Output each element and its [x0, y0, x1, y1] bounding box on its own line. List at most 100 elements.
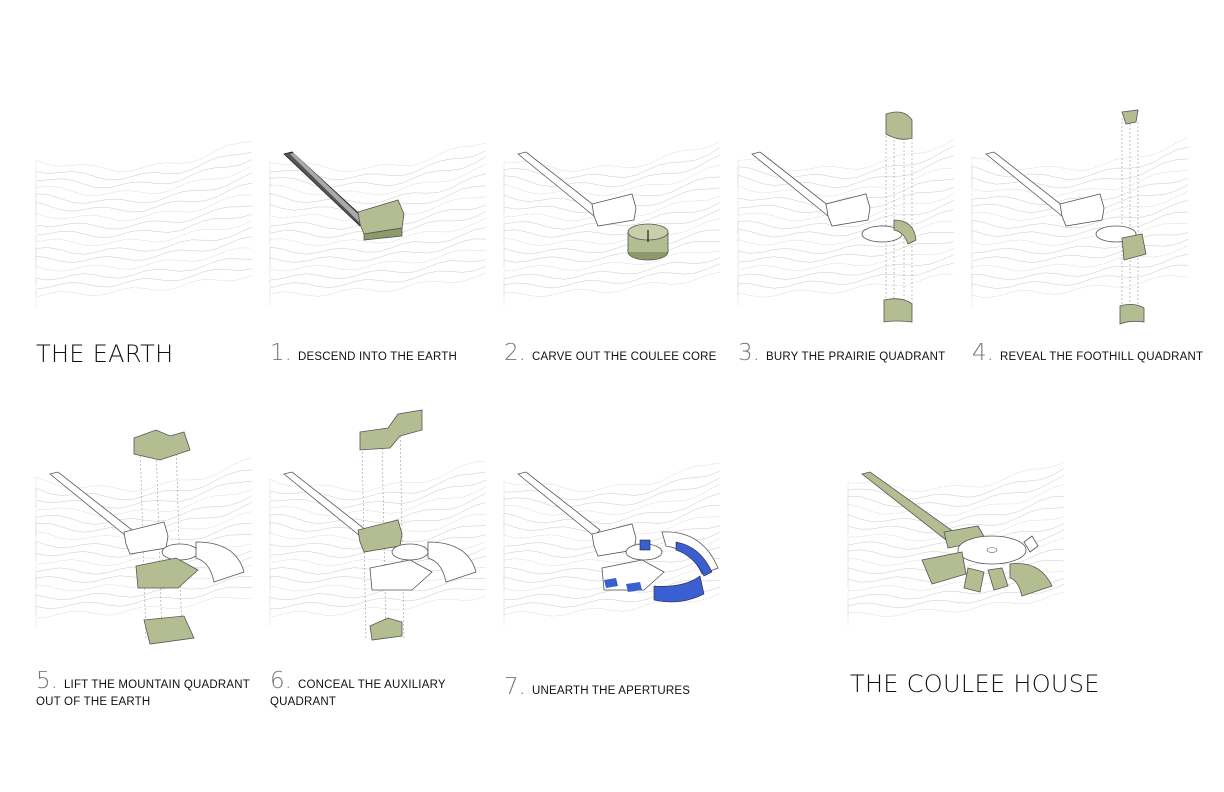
- step-number: 6.: [270, 668, 292, 694]
- step-text: REVEAL THE FOOTHILL QUADRANT: [999, 351, 1204, 363]
- contour-line: [737, 167, 955, 197]
- contour-line: [503, 271, 721, 305]
- contour-line: [847, 591, 1065, 625]
- panel-the-earth: [35, 140, 253, 305]
- contour-line: [971, 232, 1189, 260]
- contour-line: [503, 593, 721, 625]
- contour-line: [971, 158, 1189, 189]
- contour-line: [503, 477, 721, 509]
- contour-line: [35, 597, 253, 625]
- contour-line: [35, 268, 253, 296]
- caption-step-6: 6.CONCEAL THE AUXILIARY QUADRANT: [270, 670, 470, 710]
- caption-step-2: 2. CARVE OUT THE COULEE CORE: [504, 340, 717, 366]
- contour-line: [503, 147, 721, 180]
- contour-line: [269, 173, 487, 206]
- diagram-unearth-apertures: [503, 462, 721, 625]
- contour-line: [269, 163, 487, 197]
- contour-line: [35, 247, 253, 278]
- contour-line: [971, 146, 1189, 180]
- contour-line: [35, 469, 253, 501]
- title-coulee-house: THE COULEE HOUSE: [850, 670, 1100, 698]
- contour-line: [35, 480, 253, 509]
- contour-line: [35, 165, 253, 197]
- contour-line: [35, 205, 253, 233]
- panel-step-5: [35, 420, 253, 660]
- diagram-carve-core: [503, 141, 721, 305]
- panel-step-2: [503, 140, 721, 305]
- diagram-conceal-auxiliary: [269, 409, 487, 641]
- contour-line: [35, 159, 253, 189]
- diagram-coulee-house: [847, 461, 1065, 625]
- contour-line: [737, 254, 955, 287]
- contour-line: [269, 259, 487, 287]
- contour-line: [847, 507, 1065, 535]
- step-text: CONCEAL THE AUXILIARY QUADRANT: [270, 679, 446, 708]
- contour-line: [971, 275, 1189, 305]
- contour-line: [269, 227, 487, 260]
- contour-line: [35, 457, 253, 492]
- contour-line: [269, 272, 487, 305]
- contour-line: [503, 241, 721, 269]
- contour-line: [971, 253, 1189, 287]
- contour-map-earth: [35, 141, 253, 305]
- caption-step-1: 1. DESCEND INTO THE EARTH: [270, 340, 457, 366]
- contour-line: [737, 262, 955, 296]
- step-number: 2.: [504, 340, 526, 366]
- contour-line: [737, 241, 955, 269]
- contour-line: [35, 194, 253, 224]
- contour-line: [269, 588, 487, 616]
- panel-step-1: [269, 140, 487, 305]
- contour-line: [269, 486, 487, 517]
- contour-line: [847, 495, 1065, 526]
- contour-line: [971, 245, 1189, 278]
- caption-step-4: 4.REVEAL THE FOOTHILL QUADRANT: [972, 340, 1203, 366]
- step-text: LIFT THE MOUNTAIN QUADRANT OUT OF THE EA…: [36, 679, 250, 708]
- diagram-reveal-foothill: [971, 109, 1189, 325]
- contour-line: [737, 155, 955, 188]
- contour-line: [35, 511, 253, 544]
- contour-line: [971, 200, 1189, 233]
- contour-line: [847, 474, 1065, 508]
- contour-line: [737, 145, 955, 180]
- contour-line: [269, 156, 487, 188]
- step-text: BURY THE PRAIRIE QUADRANT: [765, 351, 946, 363]
- contour-line: [971, 239, 1189, 269]
- contour-line: [269, 238, 487, 269]
- caption-step-5: 5.LIFT THE MOUNTAIN QUADRANT OUT OF THE …: [36, 670, 256, 710]
- contour-line: [847, 484, 1065, 517]
- contour-line: [35, 488, 253, 517]
- caption-step-7: 7.UNEARTH THE APERTURES: [504, 674, 690, 700]
- step-number: 5.: [36, 668, 58, 694]
- contour-line: [269, 471, 487, 501]
- contour-line: [269, 217, 487, 251]
- diagram-descend: [269, 142, 487, 305]
- contour-line: [269, 479, 487, 509]
- contour-line: [503, 263, 721, 296]
- contour-line: [503, 493, 721, 526]
- contour-line: [35, 172, 253, 206]
- contour-line: [35, 182, 253, 215]
- contour-line: [269, 492, 487, 526]
- contour-line: [847, 570, 1065, 598]
- contour-line: [269, 196, 487, 224]
- contour-line: [503, 516, 721, 544]
- contour-line: [269, 577, 487, 607]
- contour-line: [737, 232, 955, 260]
- panel-coulee-house: [847, 460, 1065, 625]
- contour-line: [503, 483, 721, 517]
- step-number: 1.: [270, 340, 292, 366]
- contour-line: [971, 169, 1189, 197]
- step-number: 3.: [738, 340, 760, 366]
- panel-step-3: [737, 100, 955, 330]
- contour-line: [35, 275, 253, 305]
- contour-line: [847, 468, 1065, 500]
- contour-line: [35, 495, 253, 526]
- contour-line: [35, 258, 253, 287]
- contour-line: [503, 579, 721, 607]
- step-text: DESCEND INTO THE EARTH: [297, 351, 457, 363]
- step-text: CARVE OUT THE COULEE CORE: [531, 351, 717, 363]
- contour-line: [971, 211, 1189, 242]
- contour-line: [737, 209, 955, 242]
- contour-line: [35, 151, 253, 181]
- contour-line: [35, 213, 253, 242]
